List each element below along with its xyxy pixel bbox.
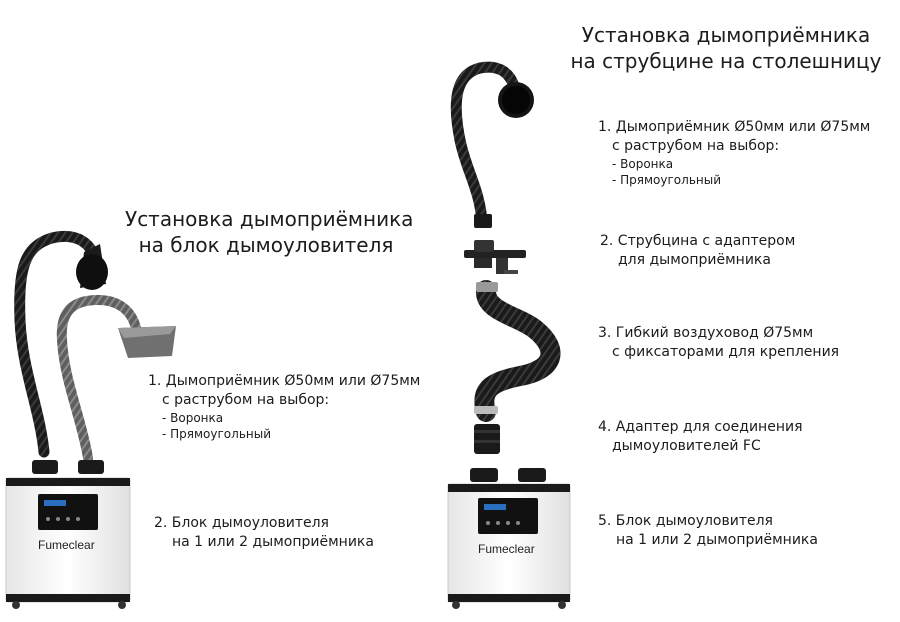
left-control-panel [38,494,98,530]
right-control-panel [478,498,538,534]
rectangular-nozzle [118,326,176,358]
left-gray-arm [56,294,141,463]
right-item-4: 4. Адаптер для соединения дымоуловителей… [598,419,803,454]
right-item-3: 3. Гибкий воздуховод Ø75мм с фиксаторами… [598,325,840,360]
funnel-nozzle [76,244,108,290]
left-title: Установка дымоприёмника на блок дымоулов… [125,207,414,257]
left-item-1: 1. Дымоприёмник Ø50мм или Ø75мм с растру… [148,373,421,441]
logo-text: Fumeclear [478,542,535,556]
right-item-5: 5. Блок дымоуловителя на 1 или 2 дымопри… [598,513,818,548]
left-unit-logo: Fumeclear [38,538,95,552]
logo-text: Fumeclear [38,538,95,552]
right-unit-logo: Fumeclear [478,542,535,556]
left-fume-extractor [5,231,176,609]
left-black-arm [14,231,102,458]
right-title: Установка дымоприёмника на струбцине на … [570,23,882,73]
right-clamp-assembly [447,61,571,609]
fc-adapter [474,424,500,454]
right-item-1: 1. Дымоприёмник Ø50мм или Ø75мм с растру… [598,119,871,187]
left-item-2: 2. Блок дымоуловителя на 1 или 2 дымопри… [154,515,374,550]
right-black-arm [450,61,520,228]
right-item-2: 2. Струбцина с адаптером для дымоприёмни… [600,233,796,268]
flexible-duct [474,280,561,422]
clamp-adapter [464,240,526,274]
round-funnel [498,82,534,118]
